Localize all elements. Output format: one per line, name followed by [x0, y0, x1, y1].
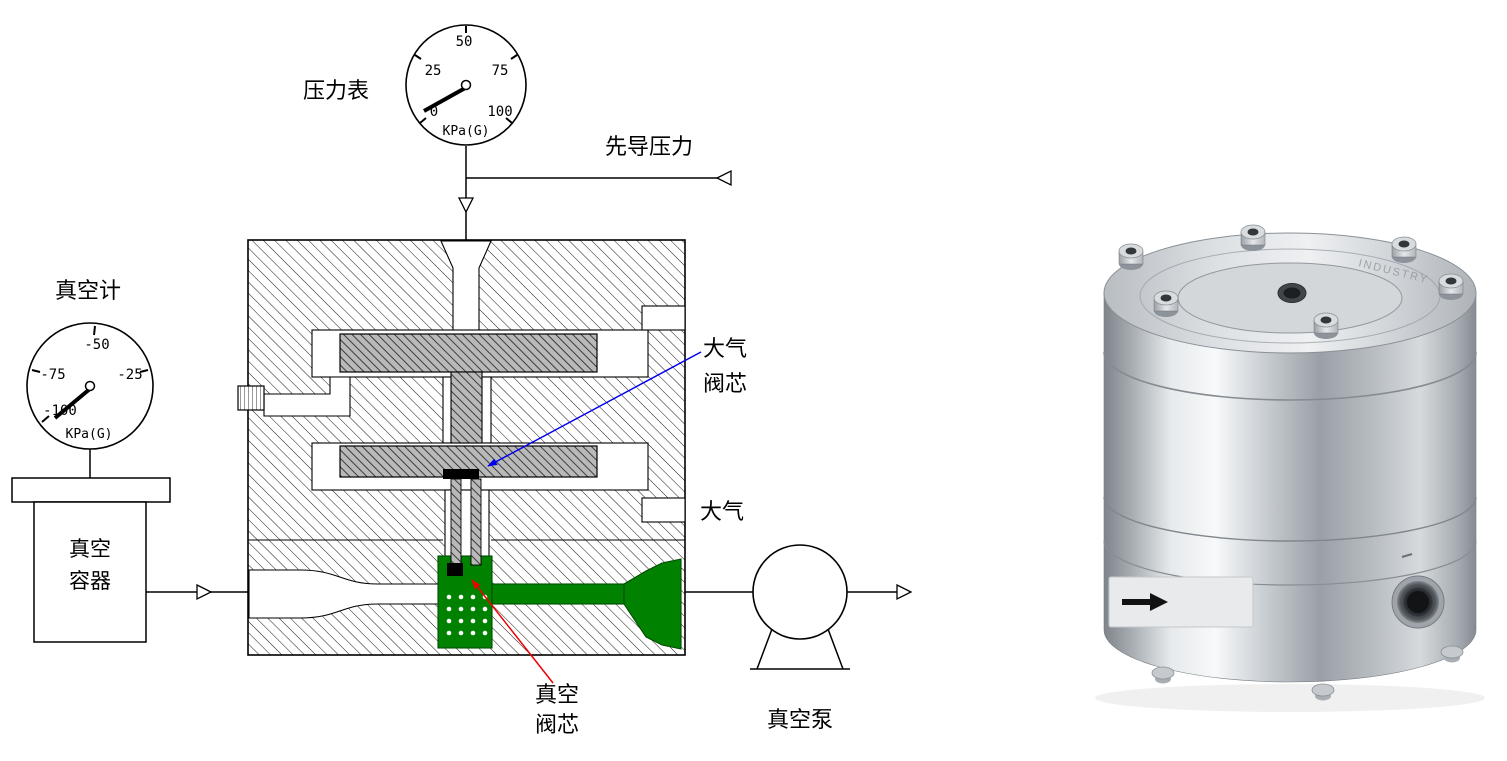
container-label-line2: 容器 — [69, 570, 111, 593]
gauge-tick-label: 0 — [430, 104, 438, 120]
valve-body-section — [237, 239, 686, 656]
bolt-icon — [1391, 236, 1417, 263]
gauge-tick-label: -50 — [84, 337, 109, 353]
flow-arrow-right-icon — [896, 583, 913, 601]
product-seam — [1103, 540, 1477, 586]
bolt-icon — [1438, 273, 1464, 300]
upper-piston — [339, 333, 598, 373]
label-plate — [1108, 576, 1254, 628]
gauge-tick-label: 100 — [487, 104, 512, 120]
pressure-gauge-label: 压力表 — [303, 78, 369, 103]
gauge-tick-label: 75 — [492, 63, 509, 79]
vacuum-gauge-ticks — [31, 325, 149, 423]
vacuum-gauge: -50 -75 -25 -100 KPa(G) 真空计 — [26, 278, 154, 478]
vacuum-core-label-line2: 阀芯 — [535, 712, 579, 737]
vacuum-gauge-label: 真空计 — [55, 278, 121, 303]
annotations: 大气 阀芯 大气 真空 阀芯 — [471, 336, 747, 737]
adjuster-knob — [237, 385, 265, 411]
gauge-hub — [460, 79, 472, 91]
vacuum-valve-core — [447, 563, 463, 576]
product-seam — [1103, 496, 1477, 542]
bolt-icon — [1313, 312, 1339, 339]
stem-leg-right — [470, 478, 482, 566]
bolt-icon — [1153, 290, 1179, 317]
flow-direction-arrow-icon — [1122, 593, 1168, 611]
bolt-icon — [1240, 224, 1266, 251]
atmosphere-core-callout-line — [487, 351, 702, 467]
gauge-tick-label: 25 — [425, 63, 442, 79]
container-flange — [11, 477, 171, 503]
vacuum-pump-label: 真空泵 — [767, 707, 833, 732]
foot-bolt-icon — [1311, 683, 1335, 701]
container-label-line1: 真空 — [69, 538, 111, 561]
gauge-tick-label: -25 — [117, 367, 142, 383]
product-feet — [1151, 645, 1464, 701]
pilot-pressure-line: 先导压力 — [457, 134, 732, 214]
atmosphere-valve-core — [443, 469, 479, 479]
threaded-port — [1391, 553, 1445, 629]
flow-arrow-right-icon — [196, 583, 213, 601]
pump-stand — [750, 628, 850, 670]
vacuum-core-label-line1: 真空 — [535, 682, 579, 707]
product-center-hole-inner — [1283, 287, 1301, 299]
atmosphere-port — [641, 497, 686, 523]
pump-circle — [752, 544, 848, 640]
gauge-needle — [423, 85, 468, 113]
green-outlet-trumpet — [623, 558, 682, 650]
product-seam — [1103, 351, 1477, 401]
pilot-pressure-label: 先导压力 — [605, 134, 693, 159]
product-photo: INDUSTRY — [1095, 224, 1485, 712]
spring-dots — [446, 594, 488, 636]
pressure-gauge-ticks — [414, 26, 518, 124]
port-hole — [1407, 591, 1429, 613]
foot-bolt-icon — [1151, 666, 1175, 684]
gauge-unit-label: KPa(G) — [443, 124, 490, 139]
atmosphere-core-label-line2: 阀芯 — [703, 371, 747, 396]
product-bolts — [1118, 224, 1464, 339]
port-mark — [1401, 553, 1413, 558]
piston-stem-block — [450, 371, 483, 444]
vacuum-pump: 真空泵 — [685, 544, 913, 732]
gauge-unit-label: KPa(G) — [66, 427, 113, 442]
gauge-needle — [53, 386, 93, 420]
bolt-icon — [1118, 243, 1144, 270]
left-channel — [263, 376, 351, 417]
gauge-tick-label: -75 — [40, 367, 65, 383]
atmosphere-core-label-line1: 大气 — [703, 336, 747, 361]
right-port-upper — [641, 305, 686, 331]
gauge-hub — [84, 380, 96, 392]
container-body — [33, 501, 147, 643]
flow-direction-plate — [1108, 576, 1254, 628]
flow-arrow-left-icon — [715, 169, 732, 187]
gauge-tick-label: 50 — [456, 34, 473, 50]
port-thread-ring — [1401, 585, 1435, 619]
atmosphere-label: 大气 — [700, 499, 744, 524]
green-passage — [491, 583, 625, 605]
stem-leg-left — [450, 478, 462, 566]
foot-bolt-icon — [1440, 645, 1464, 663]
product-shadow — [1095, 684, 1485, 712]
flow-arrow-down-icon — [457, 197, 475, 214]
pressure-gauge: 0 25 50 75 100 KPa(G) 压力表 — [303, 24, 527, 241]
vacuum-core-callout-line — [471, 579, 554, 684]
vacuum-container: 真空 容器 — [11, 477, 249, 643]
